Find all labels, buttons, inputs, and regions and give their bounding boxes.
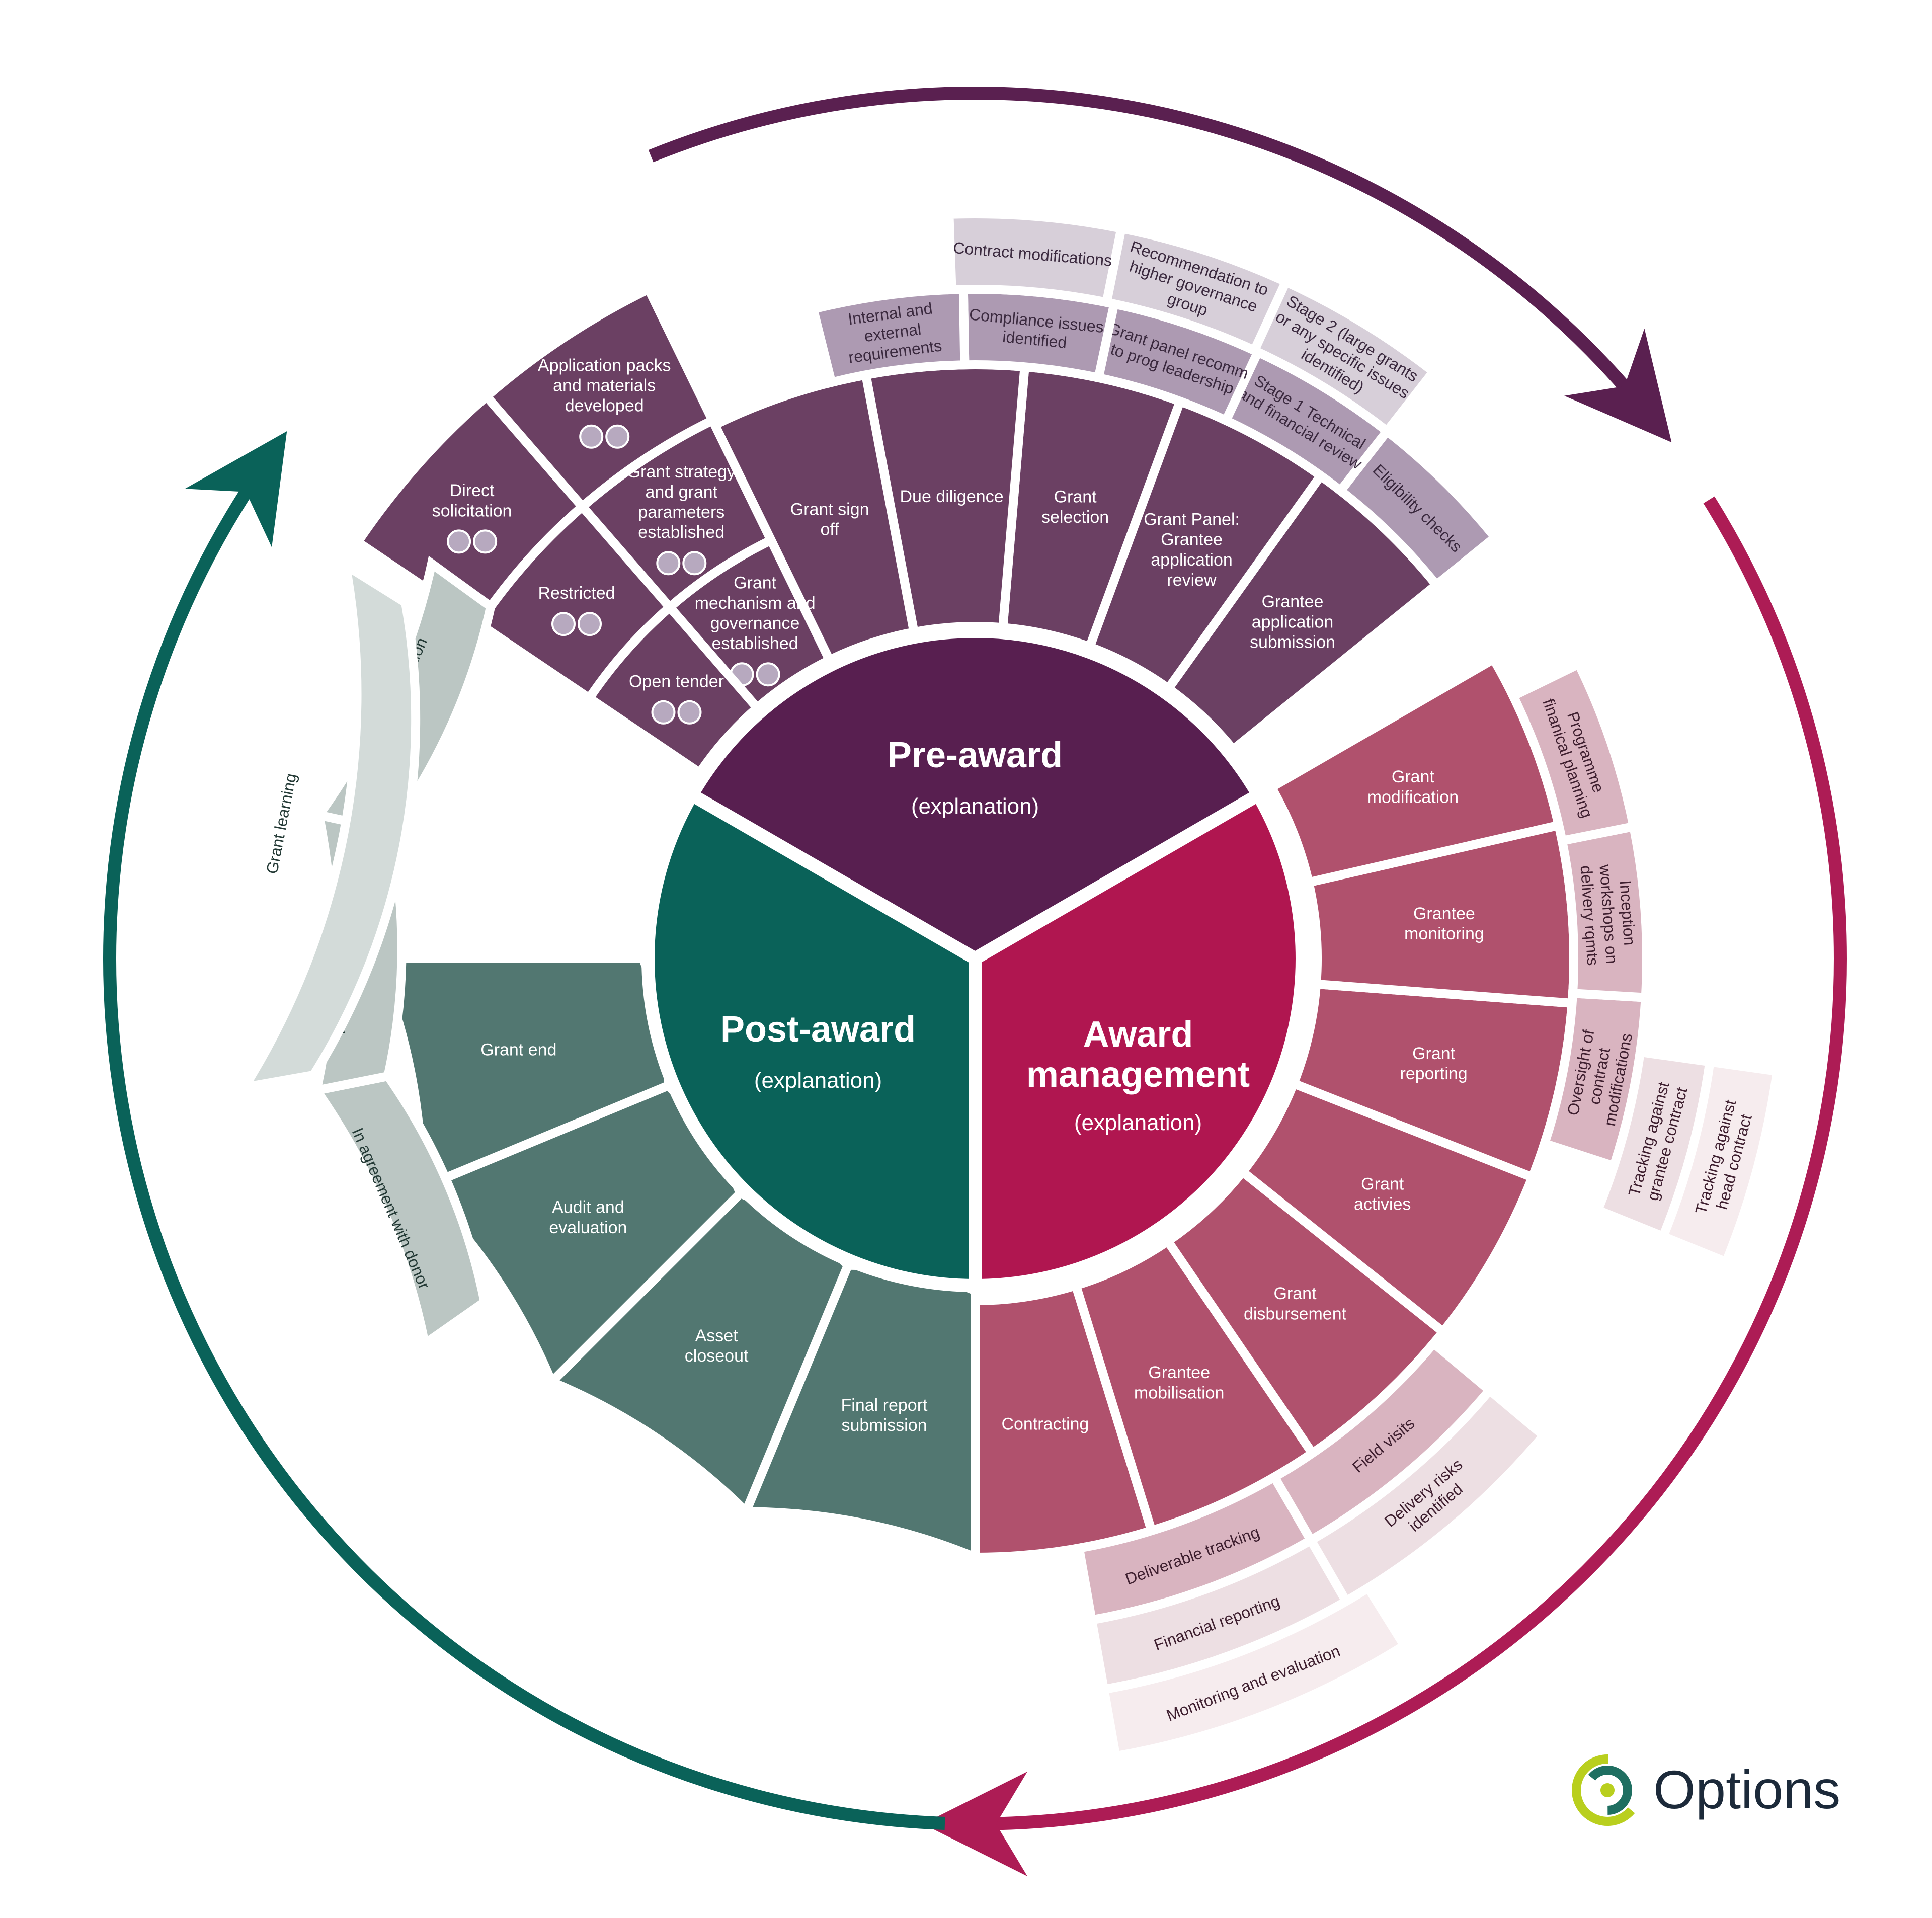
indicator-dot-icon: [551, 612, 576, 636]
indicator-dot-icon: [447, 529, 471, 554]
post-award-title: Post-award: [720, 1009, 916, 1050]
options-logo-wordmark: Options: [1653, 1759, 1840, 1820]
segment-shape: [808, 285, 970, 388]
segment-contract-modifications: Contract modifications: [944, 209, 1127, 308]
segment-internal-and-external-requirements: Internal andexternalrequirements: [808, 285, 970, 388]
segment-tracking-against-head-contract: Tracking againsthead contract: [1657, 1057, 1783, 1268]
indicator-dot-icon: [651, 700, 676, 725]
indicator-dot-icon: [656, 551, 681, 576]
options-logo: Options: [1572, 1754, 1840, 1826]
indicator-dot-icon: [473, 529, 498, 554]
award-management-title-line-1: Award: [1083, 1014, 1193, 1055]
options-logo-mark-icon: [1572, 1754, 1643, 1826]
award-management-core: [969, 786, 1309, 1293]
segment-shape: [1098, 1581, 1411, 1762]
post-award-title-group: Post-award (explanation): [720, 1009, 916, 1093]
indicator-dot-icon: [605, 424, 630, 449]
segment-label: Open tender: [629, 672, 724, 691]
pre-award-subtitle: (explanation): [911, 794, 1039, 819]
segment-shape: [944, 209, 1127, 308]
pre-award-title-group: Pre-award (explanation): [888, 735, 1063, 819]
pre-award-title: Pre-award: [888, 735, 1063, 775]
post-award-cycle-arrow-icon: [103, 431, 945, 1830]
segment-shape: [1657, 1057, 1783, 1268]
indicator-dot-icon: [579, 424, 604, 449]
indicator-dot-icon: [677, 700, 702, 725]
core-layer: [641, 625, 1309, 1293]
segment-programme-finanical-planning: Programmefinanical planning: [1507, 658, 1639, 846]
award-cycle-arrow-icon: [923, 496, 1847, 1876]
segment-shape: [351, 390, 589, 630]
segment-shape: [1507, 658, 1639, 846]
award-management-title-line-2: management: [1026, 1055, 1250, 1095]
segment-label: Contracting: [1001, 1415, 1089, 1434]
segment-label: Due diligence: [900, 487, 1003, 506]
segment-compliance-issues-identified: Compliance issuesidentified: [958, 285, 1120, 383]
segment-label: Restricted: [538, 584, 615, 603]
segment-inception-workshops-on-delivery-rqmts: Inceptionworkshops ondelivery rqmts: [1557, 821, 1651, 1003]
award-management-subtitle: (explanation): [1074, 1110, 1202, 1135]
segment-shape: [235, 556, 421, 1094]
award-management-title-group: Award management (explanation): [1026, 1014, 1250, 1135]
cycle-arrows: [103, 86, 1847, 1876]
post-award-subtitle: (explanation): [754, 1068, 882, 1093]
segment-label: Grant learning: [263, 772, 300, 875]
indicator-dot-icon: [682, 551, 707, 576]
post-award-core: [641, 786, 982, 1293]
segment-delivery-risks-identified: Delivery risksidentified: [1305, 1384, 1550, 1608]
indicator-dot-icon: [578, 612, 602, 636]
indicator-dot-icon: [756, 662, 780, 687]
segment-label: Grant end: [480, 1040, 556, 1059]
segment-recommendation-to-higher-governance-grou: Recommendation tohigher governancegroup: [1101, 223, 1292, 357]
segment-shape: [1305, 1384, 1550, 1608]
pre-award-core: [683, 625, 1267, 967]
pre-award-cycle-arrow-icon: [648, 86, 1672, 443]
